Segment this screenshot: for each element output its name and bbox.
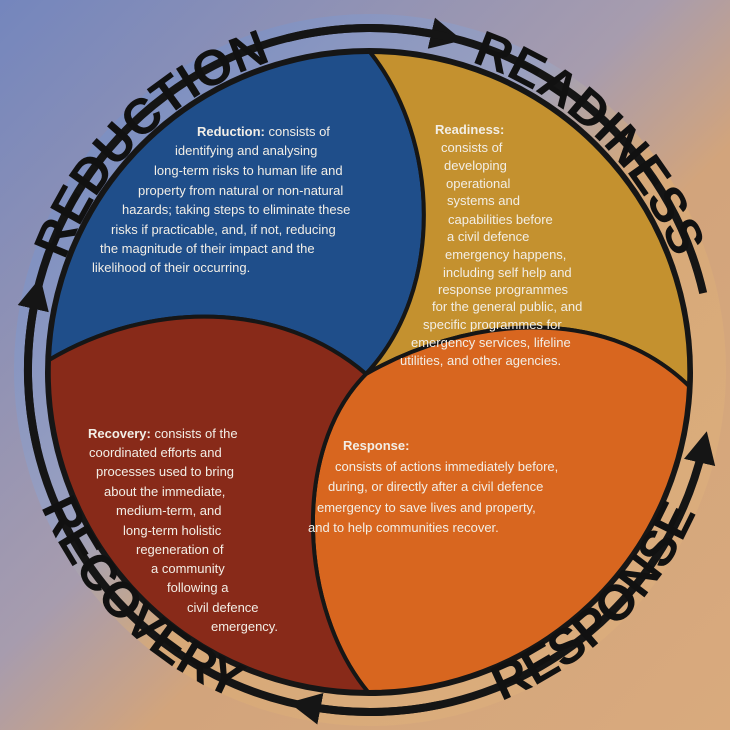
reduction-line: Reduction: consists of xyxy=(197,124,330,139)
recovery-line-text: consists of the xyxy=(151,426,238,441)
reduction-line: long-term risks to human life and xyxy=(154,163,343,178)
recovery-line: medium-term, and xyxy=(116,503,221,518)
readiness-line: capabilities before xyxy=(448,212,553,227)
reduction-line: identifying and analysing xyxy=(175,143,317,158)
response-line: and to help communities recover. xyxy=(308,520,499,535)
readiness-line: emergency services, lifeline xyxy=(411,335,571,350)
response-description: Response: consists of actions immediatel… xyxy=(308,438,558,535)
reduction-line: property from natural or non-natural xyxy=(138,183,343,198)
recovery-line: long-term holistic xyxy=(123,523,222,538)
readiness-line: utilities, and other agencies. xyxy=(400,353,561,368)
quadrants xyxy=(46,49,692,695)
reduction-line-text: consists of xyxy=(265,124,330,139)
recovery-line: a community xyxy=(151,561,225,576)
response-line: during, or directly after a civil defenc… xyxy=(328,479,543,494)
readiness-line: systems and xyxy=(447,193,520,208)
readiness-line: a civil defence xyxy=(447,229,529,244)
recovery-description: Recovery: consists of the coordinated ef… xyxy=(88,426,278,634)
reduction-line: the magnitude of their impact and the xyxy=(100,241,315,256)
reduction-line: hazards; taking steps to eliminate these xyxy=(122,202,350,217)
recovery-line: civil defence xyxy=(187,600,259,615)
recovery-line: emergency. xyxy=(211,619,278,634)
readiness-line: developing xyxy=(444,158,507,173)
recovery-line: following a xyxy=(167,580,229,595)
readiness-line: response programmes xyxy=(438,282,569,297)
readiness-line: including self help and xyxy=(443,265,572,280)
recovery-line: Recovery: consists of the xyxy=(88,426,238,441)
readiness-description: Readiness: consists of developing operat… xyxy=(400,122,582,368)
recovery-line: regeneration of xyxy=(136,542,224,557)
readiness-line: specific programmes for xyxy=(423,317,562,332)
readiness-line: consists of xyxy=(441,140,503,155)
recovery-line: about the immediate, xyxy=(104,484,225,499)
response-title: Response: xyxy=(343,438,409,453)
readiness-line: operational xyxy=(446,176,510,191)
readiness-line: for the general public, and xyxy=(432,299,582,314)
arrow-left-icon xyxy=(288,693,442,725)
reduction-description: Reduction: consists of identifying and a… xyxy=(92,124,350,275)
response-line: consists of actions immediately before, xyxy=(335,459,558,474)
reduction-title: Reduction: xyxy=(197,124,265,139)
readiness-title: Readiness: xyxy=(435,122,504,137)
readiness-line: emergency happens, xyxy=(445,247,566,262)
recovery-title: Recovery: xyxy=(88,426,151,441)
cycle-arrows xyxy=(17,17,716,725)
reduction-line: risks if practicable, and, if not, reduc… xyxy=(111,222,336,237)
reduction-line: likelihood of their occurring. xyxy=(92,260,250,275)
recovery-quadrant xyxy=(46,314,373,695)
recovery-line: coordinated efforts and xyxy=(89,445,222,460)
response-line: emergency to save lives and property, xyxy=(317,500,536,515)
recovery-line: processes used to bring xyxy=(96,464,234,479)
arrow-up-icon xyxy=(17,277,49,448)
